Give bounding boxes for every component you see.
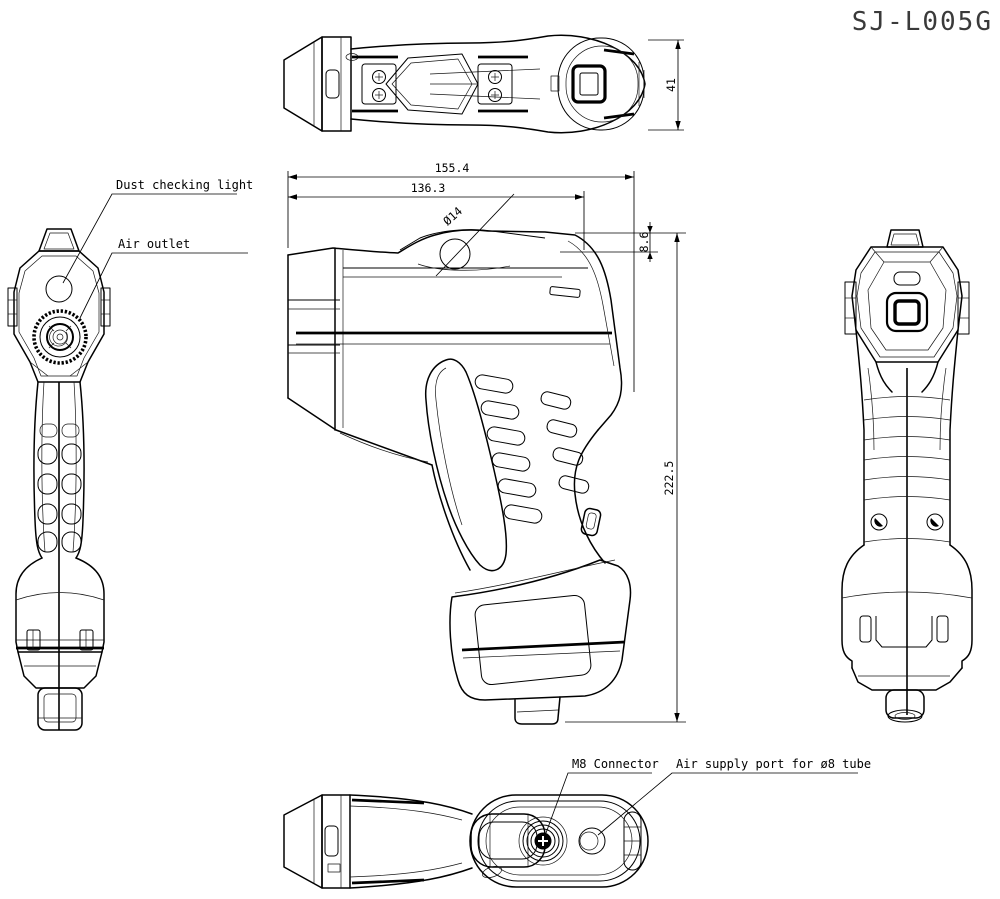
leader-air-supply-port [597, 772, 858, 836]
label-air-supply-port: Air supply port for ø8 tube [676, 757, 871, 771]
label-air-outlet: Air outlet [118, 237, 190, 251]
dim-8-6-text: 8.6 [637, 232, 651, 253]
dim-136-3-text: 136.3 [411, 181, 446, 195]
dim-41: 41 [648, 39, 684, 131]
drawing-title: SJ-L005G [852, 7, 993, 37]
label-dust-checking-light: Dust checking light [116, 178, 253, 192]
dim-155-4-text: 155.4 [435, 161, 470, 175]
dim-155-4: 155.4 [287, 161, 635, 392]
dim-hole-diameter: Ø14 [435, 193, 515, 277]
leader-m8-connector [545, 772, 652, 834]
dim-hole-diameter-text: Ø14 [440, 204, 465, 228]
leader-dust-checking-light [62, 193, 237, 284]
dim-136-3: 136.3 [288, 181, 585, 250]
bottom-view [283, 794, 649, 889]
front-view [7, 228, 111, 731]
rear-view [841, 229, 973, 723]
label-m8-connector: M8 Connector [572, 757, 659, 771]
leader-air-outlet [79, 252, 248, 319]
dim-222-5-text: 222.5 [662, 461, 676, 496]
top-view [283, 34, 646, 134]
dim-8-6: 8.6 [560, 222, 686, 262]
dim-41-text: 41 [664, 78, 678, 92]
side-view [287, 229, 632, 725]
dim-222-5: 222.5 [565, 233, 686, 723]
